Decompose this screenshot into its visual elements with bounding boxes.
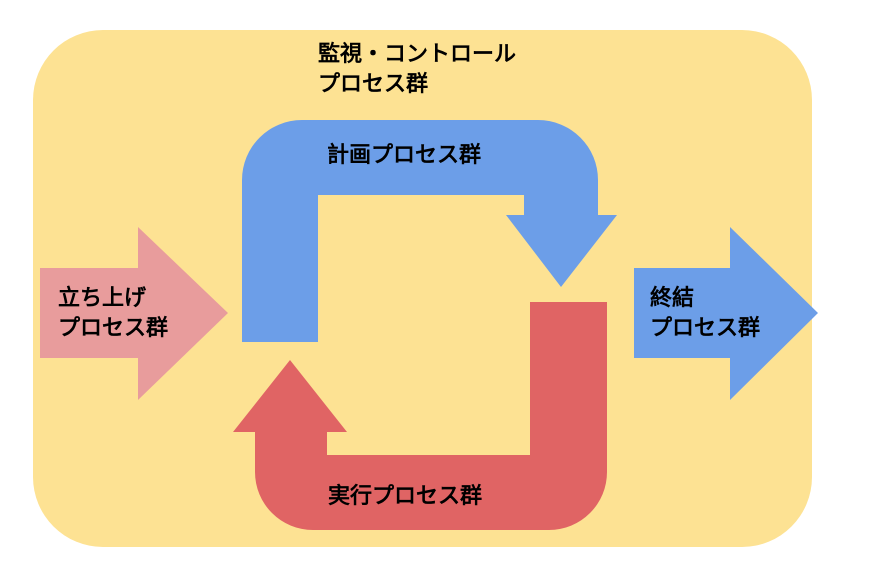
monitoring-control-label: 監視・コントロール プロセス群: [318, 40, 516, 100]
initiating-label-line1: 立ち上げ: [58, 286, 147, 311]
monitoring-control-label-line1: 監視・コントロール: [318, 42, 517, 67]
monitoring-control-label-line2: プロセス群: [318, 72, 429, 97]
executing-label: 実行プロセス群: [328, 482, 482, 512]
executing-label-text: 実行プロセス群: [328, 484, 483, 509]
monitoring-control-area: [33, 30, 812, 547]
initiating-label: 立ち上げ プロセス群: [58, 284, 168, 344]
initiating-arrow: [40, 227, 228, 400]
closing-label-line2: プロセス群: [650, 316, 761, 341]
executing-arrow: [233, 302, 607, 530]
planning-arrow: [242, 120, 617, 342]
planning-label-text: 計画プロセス群: [327, 143, 482, 168]
initiating-label-line2: プロセス群: [58, 316, 169, 341]
closing-label: 終結 プロセス群: [650, 284, 760, 344]
planning-label: 計画プロセス群: [327, 141, 481, 171]
closing-arrow: [634, 227, 818, 400]
closing-label-line1: 終結: [650, 286, 695, 311]
